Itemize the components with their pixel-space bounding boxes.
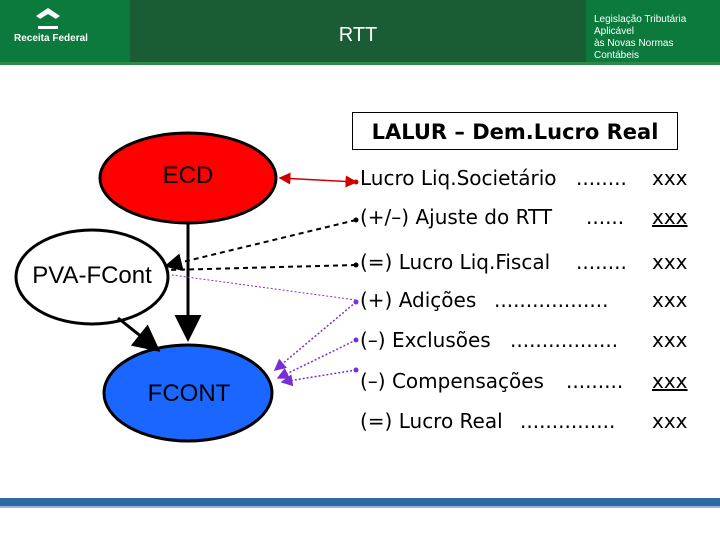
row-bullet bbox=[353, 179, 359, 185]
lalur-row: (=) Lucro Liq.Fiscal ........ xxx bbox=[360, 250, 690, 280]
row-dots: ......... bbox=[566, 369, 624, 393]
lalur-row: Lucro Liq.Societário ........ xxx bbox=[360, 166, 690, 196]
row-label: (=) Lucro Real bbox=[360, 409, 503, 433]
legal-text: Legislação Tributária Aplicável às Novas… bbox=[594, 14, 718, 62]
row-dots: .................. bbox=[494, 288, 609, 312]
row-dots: ........ bbox=[576, 250, 627, 274]
row-value: xxx bbox=[652, 288, 688, 312]
header-divider bbox=[0, 62, 720, 65]
row-value: xxx bbox=[652, 409, 688, 433]
footer-band-light bbox=[0, 506, 720, 508]
logo-panel: Receita Federal bbox=[0, 0, 130, 62]
row-bullet bbox=[353, 367, 359, 373]
logo-text: Receita Federal bbox=[14, 33, 88, 44]
row-dots: ............... bbox=[520, 409, 616, 433]
row-bullet bbox=[353, 262, 359, 268]
lalur-row: (+/–) Ajuste do RTT ...... xxx bbox=[360, 205, 690, 235]
row-dots: ................. bbox=[510, 328, 619, 352]
link-adicoes-fcont bbox=[273, 301, 357, 371]
link-pva-fcont bbox=[117, 316, 161, 352]
row-label: (–) Compensações bbox=[360, 369, 544, 393]
row-dots: ...... bbox=[586, 205, 625, 229]
row-label: Lucro Liq.Societário bbox=[360, 166, 557, 190]
row-bullet bbox=[353, 337, 359, 343]
pva-fcont-node bbox=[14, 228, 170, 326]
row-value: xxx bbox=[652, 166, 688, 190]
legal-line-1: Legislação Tributária Aplicável bbox=[594, 14, 687, 37]
lalur-title: LALUR – Dem.Lucro Real bbox=[352, 112, 678, 150]
lalur-row: (=) Lucro Real ............... xxx bbox=[360, 409, 690, 439]
row-bullet bbox=[353, 299, 359, 305]
lalur-row: (–) Exclusões ................. xxx bbox=[360, 328, 690, 358]
row-value: xxx bbox=[652, 369, 688, 393]
row-label: (–) Exclusões bbox=[360, 328, 491, 352]
receita-federal-logo-icon bbox=[36, 8, 60, 29]
row-value: xxx bbox=[652, 205, 688, 229]
page-title: RTT bbox=[338, 24, 378, 46]
row-label: (=) Lucro Liq.Fiscal bbox=[360, 250, 551, 274]
footer-band bbox=[0, 498, 720, 506]
row-bullet bbox=[353, 217, 359, 223]
fcont-label: FCONT bbox=[147, 380, 231, 407]
row-dots: ........ bbox=[576, 166, 627, 190]
row-value: xxx bbox=[652, 250, 688, 274]
legal-line-2: às Novas Normas Contábeis bbox=[594, 38, 674, 61]
link-fiscal-pva-dashed bbox=[167, 264, 357, 271]
lalur-row: (+) Adições .................. xxx bbox=[360, 288, 690, 318]
row-label: (+/–) Ajuste do RTT bbox=[360, 205, 553, 229]
row-label: (+) Adições bbox=[360, 288, 477, 312]
pva-fcont-label: PVA-FCont bbox=[32, 262, 152, 289]
ecd-label: ECD bbox=[162, 162, 214, 189]
link-ajuste-pva-dashed bbox=[164, 219, 357, 271]
link-ecd-lalur bbox=[278, 172, 358, 188]
legal-panel bbox=[586, 0, 720, 62]
fcont-node bbox=[102, 343, 274, 443]
row-value: xxx bbox=[652, 328, 688, 352]
link-exclusoes-fcont bbox=[276, 339, 357, 379]
lalur-row: (–) Compensações ......... xxx bbox=[360, 369, 690, 399]
link-adicoes-pva bbox=[171, 274, 357, 301]
link-compensacoes-fcont bbox=[280, 369, 357, 387]
